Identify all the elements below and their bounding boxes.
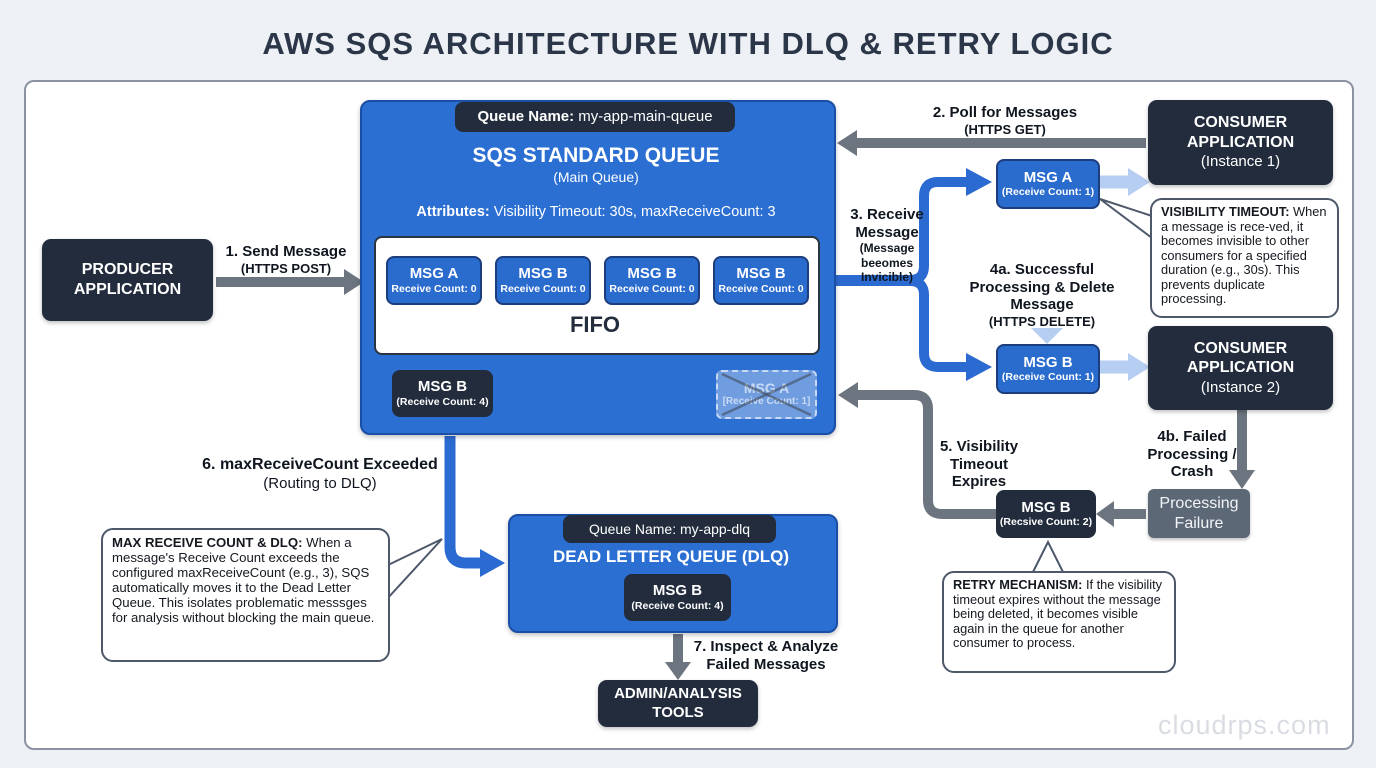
queue-message-chip: MSG A Receive Count: 0 [386,256,482,305]
step3-label: 3. Receive Message (Message beeomes Invi… [850,206,924,284]
step4b-label: 4b. Failed Processing / Crash [1147,428,1237,481]
queue-message-chip: MSG B Receive Count: 0 [713,256,809,305]
main-queue-name-badge: Queue Name: my-app-main-queue [455,102,735,132]
producer-label: PRODUCER APPLICATION [73,261,182,298]
page-title: AWS SQS ARCHITECTURE WITH DLQ & RETRY LO… [262,26,1114,61]
main-queue-title: SQS STANDARD QUEUE [472,144,720,167]
queue-message-chip: MSG B Receive Count: 0 [495,256,591,305]
queue-message-chip: MSG B Receive Count: 0 [604,256,700,305]
msg-b-retry-chip: MSG B (Recsive Count: 2) [996,490,1096,538]
deleted-ghost-message-chip: MSG A [Receive Count: 1] [716,370,817,419]
fifo-label: FIFO [569,312,621,337]
step1-label: 1. Send Message (HTTPS POST) [225,243,347,276]
step5-label: 5. Visibility Timeout Expires [939,438,1019,491]
dlq-name-badge: Queue Name: my-app-dlq [563,515,776,543]
exceeded-message-chip: MSG B (Receive Count: 4) [392,370,493,417]
step6-label: 6. maxReceiveCount Exceeded (Routing to … [202,456,438,492]
main-queue-attributes: Attributes: Visibility Timeout: 30s, max… [416,204,776,220]
processing-failure-box: Processing Failure [1148,489,1250,538]
step7-label: 7. Inspect & Analyze Failed Messages [693,638,839,673]
main-queue-subtitle: (Main Queue) [553,169,639,185]
x-cross-icon [721,372,812,417]
admin-tools-box: ADMIN/ANALYSIS TOOLS [598,680,758,727]
step2-label: 2. Poll for Messages (HTTPS GET) [932,104,1078,137]
producer-application-box: PRODUCER APPLICATION [42,239,213,321]
msg-b-received-chip: MSG B (Receive Count: 1) [996,344,1100,394]
visibility-timeout-note: VISIBILITY TIMEOUT: When a message is re… [1150,198,1339,318]
dlq-message-chip: MSG B (Receive Count: 4) [624,574,731,621]
consumer2-box: CONSUMER APPLICATION (Instance 2) [1148,326,1333,410]
consumer1-box: CONSUMER APPLICATION (Instance 1) [1148,100,1333,185]
max-receive-count-note: MAX RECEIVE COUNT & DLQ: When a message'… [101,528,390,662]
step4a-label: 4a. Successful Processing & Delete Messa… [969,261,1115,330]
retry-mechanism-note: RETRY MECHANISM: If the visibility timeo… [942,571,1176,673]
msg-a-received-chip: MSG A (Receive Count: 1) [996,159,1100,209]
watermark: cloudrps.com [1158,710,1331,740]
dlq-title: DEAD LETTER QUEUE (DLQ) [552,547,790,566]
